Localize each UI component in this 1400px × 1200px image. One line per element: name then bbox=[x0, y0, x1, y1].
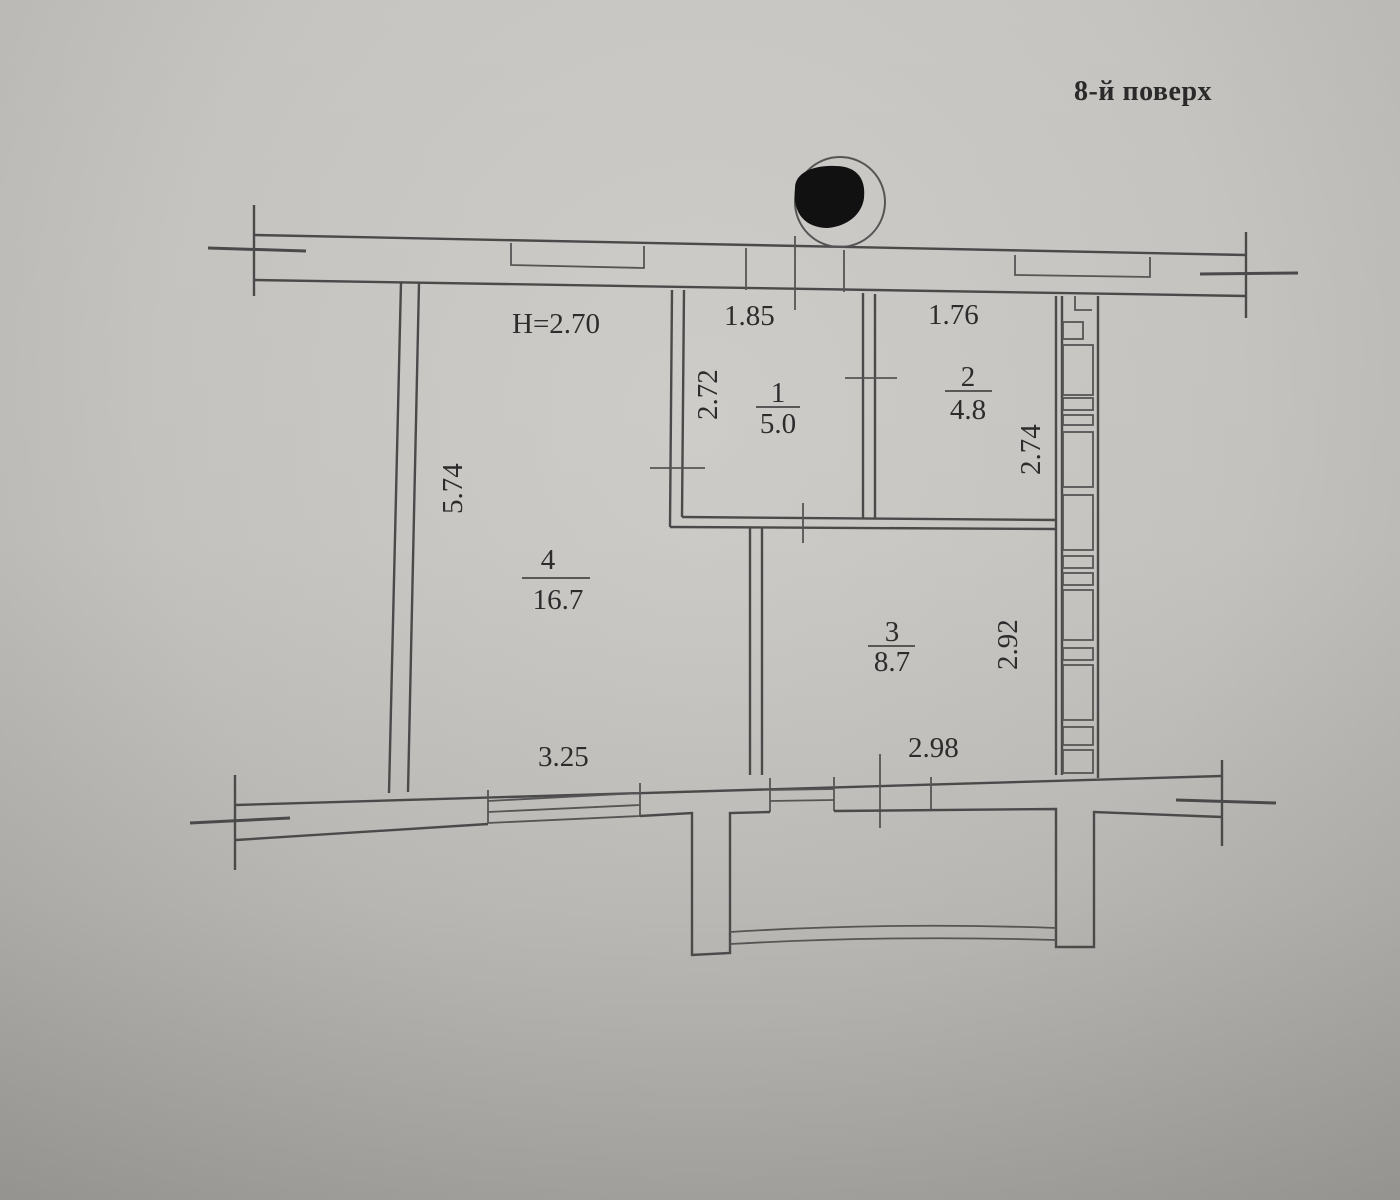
svg-text:1.85: 1.85 bbox=[724, 300, 775, 332]
svg-text:2.92: 2.92 bbox=[992, 619, 1024, 670]
svg-text:3: 3 bbox=[885, 616, 900, 648]
room-4: 4 16.7 3.25 5.74 bbox=[437, 463, 590, 773]
svg-text:5.74: 5.74 bbox=[437, 463, 469, 514]
svg-text:8.7: 8.7 bbox=[874, 646, 910, 678]
svg-text:2.98: 2.98 bbox=[908, 732, 959, 764]
left-wall bbox=[387, 281, 421, 794]
bottom-exterior-wall bbox=[189, 754, 1277, 870]
ventilation-column bbox=[1060, 296, 1100, 778]
svg-text:2.72: 2.72 bbox=[692, 369, 724, 420]
svg-text:4.8: 4.8 bbox=[950, 394, 986, 426]
room3-left-wall bbox=[748, 527, 764, 775]
redacted-compass-mark bbox=[794, 156, 886, 310]
svg-text:2: 2 bbox=[961, 361, 976, 393]
room-1: 1 5.0 1.85 2.72 bbox=[692, 300, 800, 440]
svg-text:1.76: 1.76 bbox=[928, 299, 979, 331]
top-exterior-wall bbox=[207, 205, 1299, 318]
bathroom-partitions bbox=[650, 289, 1058, 775]
svg-text:16.7: 16.7 bbox=[533, 584, 584, 616]
svg-text:4: 4 bbox=[541, 544, 556, 576]
room-3: 3 8.7 2.98 2.92 bbox=[868, 616, 1024, 764]
svg-text:2.74: 2.74 bbox=[1015, 424, 1047, 475]
svg-text:1: 1 bbox=[771, 377, 786, 409]
ceiling-height-label: H=2.70 bbox=[512, 308, 600, 340]
svg-text:5.0: 5.0 bbox=[760, 408, 796, 440]
svg-text:3.25: 3.25 bbox=[538, 741, 589, 773]
floor-label: 8-й поверх bbox=[1074, 76, 1213, 107]
room-2: 2 4.8 1.76 2.74 bbox=[928, 299, 1047, 475]
svg-text:H=2.70: H=2.70 bbox=[512, 308, 600, 340]
balcony bbox=[639, 807, 1223, 957]
